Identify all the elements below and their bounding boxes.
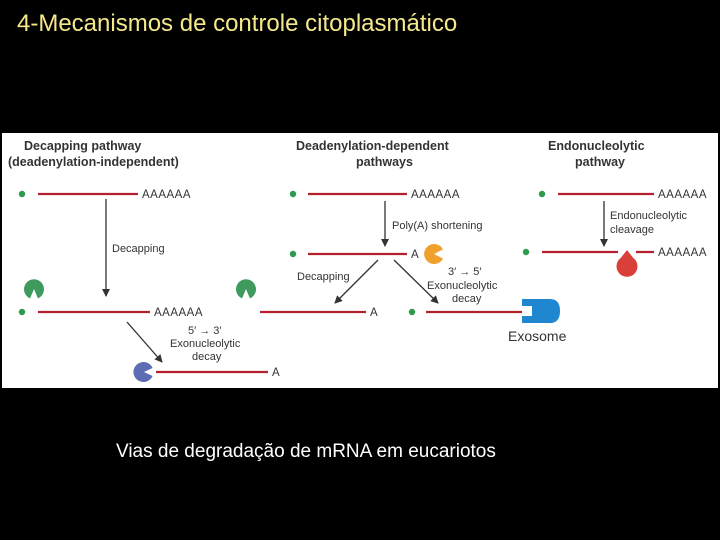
exo-53-label-line2: Exonucleolytic [170,338,241,350]
polya-tail: AAAAAA [658,247,707,259]
polya-tail: AAAAAA [154,307,203,319]
exosome-label: Exosome [508,328,567,344]
header-endonucleolytic-line2: pathway [575,155,625,169]
polya-tail: AAAAAA [142,189,191,201]
mrna-cap-dot [538,190,546,198]
endonuclease-icon [616,250,638,277]
decapping-arrow [334,259,379,304]
exonuclease-53-icon [133,362,153,382]
mrna-cap-dot [289,250,297,258]
decapping-enzyme-icon [24,279,45,299]
exo-53-label-line3: decay [192,351,222,363]
exo-35-direction-label: 3′ → 5′ [448,266,481,278]
header-deadenylation-line1: Deadenylation-dependent [296,139,450,153]
endo-cleavage-label-line2: cleavage [610,224,654,236]
exo-35-label-line3: decay [452,293,482,305]
header-endonucleolytic-line1: Endonucleolytic [548,139,645,153]
exosome-icon [522,299,560,323]
mrna-cap-dot [289,190,297,198]
mrna-decay-diagram: Decapping pathway (deadenylation-indepen… [8,139,707,382]
single-a-tail: A [370,307,378,319]
figure-caption: Vias de degradação de mRNA em eucariotos [116,441,496,462]
endo-cleavage-label-line1: Endonucleolytic [610,210,688,222]
polya-tail: AAAAAA [658,189,707,201]
single-a-tail: A [411,249,419,261]
exo-53-direction-label: 5′ → 3′ [188,325,221,337]
header-deadenylation-line2: pathways [356,155,413,169]
polya-shortening-label: Poly(A) shortening [392,220,483,232]
decapping-label: Decapping [112,243,165,255]
exonuclease-35-icon [424,244,443,264]
polya-tail: AAAAAA [411,189,460,201]
exonuclease-53-arrow [126,321,163,363]
mrna-cap-dot [18,190,26,198]
exo-35-label-line2: Exonucleolytic [427,280,498,292]
slide-title: 4-Mecanismos de controle citoplasmático [17,10,458,37]
exonuclease-35-arrow [393,259,439,304]
single-a-tail: A [272,367,280,379]
mrna-cap-dot [18,308,26,316]
header-decapping-line2: (deadenylation-independent) [8,155,179,169]
header-decapping-line1: Decapping pathway [24,139,141,153]
mrna-decay-figure: Decapping pathway (deadenylation-indepen… [2,133,718,388]
decapping-enzyme-icon [236,279,256,299]
mrna-cap-dot [408,308,416,316]
decapping-label: Decapping [297,271,350,283]
mrna-cap-dot [522,248,530,256]
